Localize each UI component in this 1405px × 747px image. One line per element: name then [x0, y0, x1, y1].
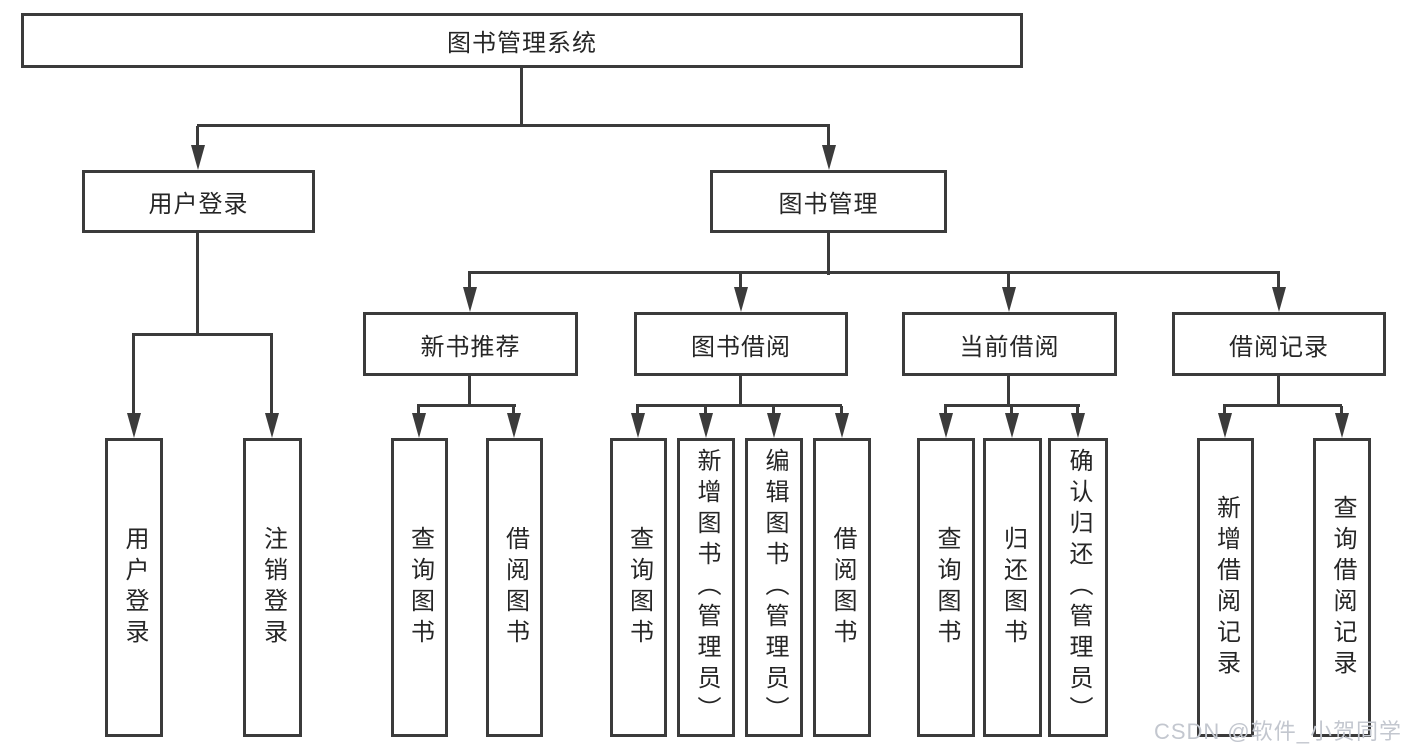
arrowhead-leaf-logout [265, 413, 279, 438]
node-book-management-label: 图书管理 [778, 191, 879, 218]
node-user-login-label: 用户登录 [148, 191, 249, 218]
node-leaf-borrow-books-borrowing: 借阅图书 [813, 438, 871, 737]
node-book-borrowing-label: 图书借阅 [691, 333, 791, 361]
node-book-borrowing: 图书借阅 [634, 312, 848, 376]
node-leaf-add-books-admin: 新增图书（管理员） [677, 438, 735, 737]
connector-new-book-branch [417, 404, 516, 407]
node-new-book-recommend: 新书推荐 [363, 312, 578, 376]
connector-drop-leaf [1223, 406, 1226, 416]
node-leaf-logout-label: 注销登录 [259, 525, 287, 650]
connector-drop-leaf [772, 406, 775, 416]
connector-drop-leaf [1340, 406, 1343, 416]
node-current-borrowing-label: 当前借阅 [959, 333, 1060, 361]
arrowhead-user-login [191, 145, 205, 170]
arrowhead-leaf-user-login [127, 413, 141, 438]
node-leaf-borrow-books-newrec: 借阅图书 [486, 438, 543, 737]
connector-book-borrowing-branch [636, 404, 842, 407]
connector-current-borrowing-stem [1007, 376, 1010, 407]
connector-book-management-stem [827, 233, 830, 275]
node-leaf-query-books-newrec-label: 查询图书 [406, 525, 434, 650]
node-leaf-query-books-newrec: 查询图书 [391, 438, 448, 737]
arrowhead-leaf [631, 413, 645, 438]
node-leaf-user-login: 用户登录 [105, 438, 163, 737]
node-leaf-return-books: 归还图书 [983, 438, 1042, 737]
arrowhead-leaf [1005, 413, 1019, 438]
node-leaf-query-borrow-record: 查询借阅记录 [1313, 438, 1371, 737]
connector-drop-leaf-logout [270, 335, 273, 415]
arrowhead-leaf [1335, 413, 1349, 438]
node-leaf-borrow-books-newrec-label: 借阅图书 [501, 525, 529, 650]
node-new-book-recommend-label: 新书推荐 [420, 333, 521, 361]
connector-level3-branch [468, 271, 1280, 274]
connector-drop-borrowing-records [1277, 273, 1280, 290]
arrowhead-leaf [1071, 413, 1085, 438]
arrowhead-book-management [822, 145, 836, 170]
arrowhead-leaf [412, 413, 426, 438]
node-leaf-return-books-label: 归还图书 [999, 525, 1027, 650]
node-leaf-edit-books-admin-label: 编辑图书（管理员） [761, 448, 788, 727]
arrowhead-leaf [939, 413, 953, 438]
node-leaf-edit-books-admin: 编辑图书（管理员） [745, 438, 803, 737]
node-leaf-confirm-return-admin-label: 确认归还（管理员） [1065, 448, 1092, 727]
node-leaf-query-books-current-label: 查询图书 [933, 525, 960, 650]
node-leaf-add-borrow-record: 新增借阅记录 [1197, 438, 1254, 737]
connector-user-login-stem [196, 233, 199, 335]
connector-drop-current-borrowing [1007, 273, 1010, 290]
csdn-watermark: CSDN @软件_小贺同学 [1153, 719, 1402, 744]
connector-book-borrowing-stem [739, 376, 742, 407]
node-library-system: 图书管理系统 [21, 13, 1023, 68]
node-leaf-logout: 注销登录 [243, 438, 302, 737]
connector-level1-branch [197, 124, 830, 127]
connector-drop-leaf [840, 406, 843, 416]
arrowhead-leaf [699, 413, 713, 438]
connector-drop-leaf [1010, 406, 1013, 416]
connector-drop-leaf [1076, 406, 1079, 416]
connector-drop-new-book [468, 273, 471, 290]
node-leaf-confirm-return-admin: 确认归还（管理员） [1048, 438, 1108, 737]
arrowhead-leaf [767, 413, 781, 438]
connector-current-borrowing-branch [944, 404, 1080, 407]
node-user-login: 用户登录 [82, 170, 315, 233]
connector-drop-user-login [196, 126, 199, 148]
connector-borrowing-records-stem [1277, 376, 1280, 407]
node-leaf-query-borrow-record-label: 查询借阅记录 [1329, 494, 1356, 681]
node-leaf-borrow-books-borrowing-label: 借阅图书 [829, 525, 856, 650]
arrowhead-new-book [463, 287, 477, 312]
connector-drop-leaf [704, 406, 707, 416]
arrowhead-current-borrowing [1002, 287, 1016, 312]
node-borrowing-records: 借阅记录 [1172, 312, 1386, 376]
connector-new-book-stem [468, 376, 471, 407]
node-leaf-user-login-label: 用户登录 [121, 525, 148, 650]
connector-drop-leaf [512, 406, 515, 416]
node-leaf-query-books-borrowing: 查询图书 [610, 438, 667, 737]
connector-root-stem [520, 68, 523, 126]
arrowhead-leaf [1218, 413, 1232, 438]
connector-drop-leaf [636, 406, 639, 416]
connector-drop-book-management [827, 126, 830, 148]
connector-drop-leaf-user-login [132, 335, 135, 415]
arrowhead-leaf [507, 413, 521, 438]
node-borrowing-records-label: 借阅记录 [1229, 333, 1329, 361]
connector-user-login-branch [132, 333, 273, 336]
arrowhead-book-borrowing [734, 287, 748, 312]
connector-drop-leaf [944, 406, 947, 416]
node-leaf-query-books-borrowing-label: 查询图书 [625, 525, 653, 650]
node-leaf-add-books-admin-label: 新增图书（管理员） [693, 448, 720, 727]
arrowhead-leaf [835, 413, 849, 438]
node-leaf-query-books-current: 查询图书 [917, 438, 975, 737]
connector-drop-book-borrowing [739, 273, 742, 290]
node-leaf-add-borrow-record-label: 新增借阅记录 [1212, 494, 1240, 681]
arrowhead-borrowing-records [1272, 287, 1286, 312]
node-library-system-label: 图书管理系统 [447, 30, 597, 57]
connector-borrowing-records-branch [1223, 404, 1342, 407]
node-book-management: 图书管理 [710, 170, 947, 233]
node-current-borrowing: 当前借阅 [902, 312, 1117, 376]
connector-drop-leaf [417, 406, 420, 416]
